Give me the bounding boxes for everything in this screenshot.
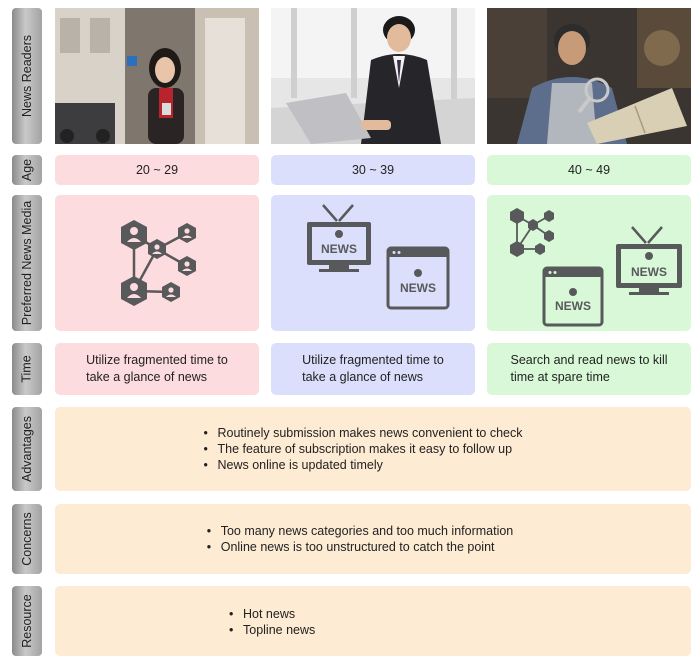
age-value: 30 ~ 39 bbox=[351, 163, 395, 177]
svg-text:NEWS: NEWS bbox=[321, 242, 357, 256]
row-label-advantages: Advantages bbox=[12, 407, 42, 491]
svg-text:NEWS: NEWS bbox=[400, 281, 436, 295]
row-label-preferred-media: Preferred News Media bbox=[12, 195, 42, 331]
list-item: The feature of subscription makes it eas… bbox=[203, 441, 522, 457]
street-scene-illustration bbox=[55, 8, 259, 144]
social-network-icon bbox=[121, 220, 196, 306]
time-text: Utilize fragmented time to take a glance… bbox=[86, 353, 228, 384]
list-item: Online news is too unstructured to catch… bbox=[207, 539, 514, 555]
age-cell-group-3: 40 ~ 49 bbox=[487, 155, 691, 185]
age-cell-group-2: 30 ~ 39 bbox=[271, 155, 475, 185]
study-scene-illustration bbox=[487, 8, 691, 144]
resource-list: Hot news Topline news bbox=[229, 606, 315, 638]
advantages-panel: Routinely submission makes news convenie… bbox=[55, 407, 691, 491]
list-item: Topline news bbox=[229, 622, 315, 638]
mixed-media-icons: NEWS NEWS bbox=[510, 208, 682, 327]
concerns-panel: Too many news categories and too much in… bbox=[55, 504, 691, 574]
time-cell-group-2: Utilize fragmented time to take a glance… bbox=[271, 343, 475, 395]
row-label-news-readers: News Readers bbox=[12, 8, 42, 144]
resource-panel: Hot news Topline news bbox=[55, 586, 691, 656]
media-cell-group-3: NEWS NEWS bbox=[487, 195, 691, 331]
row-label-time: Time bbox=[12, 343, 42, 395]
row-label-concerns: Concerns bbox=[12, 504, 42, 574]
web-news-icon: NEWS bbox=[542, 266, 604, 327]
list-item: Hot news bbox=[229, 606, 315, 622]
age-value: 40 ~ 49 bbox=[567, 163, 611, 177]
row-label-resource: Resource bbox=[12, 586, 42, 656]
svg-text:NEWS: NEWS bbox=[555, 299, 591, 313]
tv-news-icon: NEWS bbox=[307, 204, 371, 272]
news-media-icons: NEWS NEWS bbox=[307, 204, 450, 310]
time-cell-group-1: Utilize fragmented time to take a glance… bbox=[55, 343, 259, 395]
row-label-age: Age bbox=[12, 155, 42, 185]
advantages-list: Routinely submission makes news convenie… bbox=[203, 425, 522, 473]
tv-news-icon: NEWS bbox=[616, 226, 682, 295]
media-cell-group-1 bbox=[55, 195, 259, 331]
list-item: Too many news categories and too much in… bbox=[207, 523, 514, 539]
photo-businessman-laptop bbox=[271, 8, 475, 144]
age-cell-group-1: 20 ~ 29 bbox=[55, 155, 259, 185]
media-cell-group-2: NEWS NEWS bbox=[271, 195, 475, 331]
time-cell-group-3: Search and read news to kill time at spa… bbox=[487, 343, 691, 395]
svg-text:NEWS: NEWS bbox=[631, 265, 667, 279]
office-scene-illustration bbox=[271, 8, 475, 144]
time-text: Utilize fragmented time to take a glance… bbox=[302, 353, 444, 384]
photo-young-woman-reading-phone bbox=[55, 8, 259, 144]
web-news-icon: NEWS bbox=[386, 246, 450, 310]
social-network-icon bbox=[510, 208, 554, 257]
time-text: Search and read news to kill time at spa… bbox=[510, 353, 668, 384]
photo-older-man-magnifier bbox=[487, 8, 691, 144]
concerns-list: Too many news categories and too much in… bbox=[207, 523, 514, 555]
list-item: News online is updated timely bbox=[203, 457, 522, 473]
age-value: 20 ~ 29 bbox=[135, 163, 179, 177]
list-item: Routinely submission makes news convenie… bbox=[203, 425, 522, 441]
